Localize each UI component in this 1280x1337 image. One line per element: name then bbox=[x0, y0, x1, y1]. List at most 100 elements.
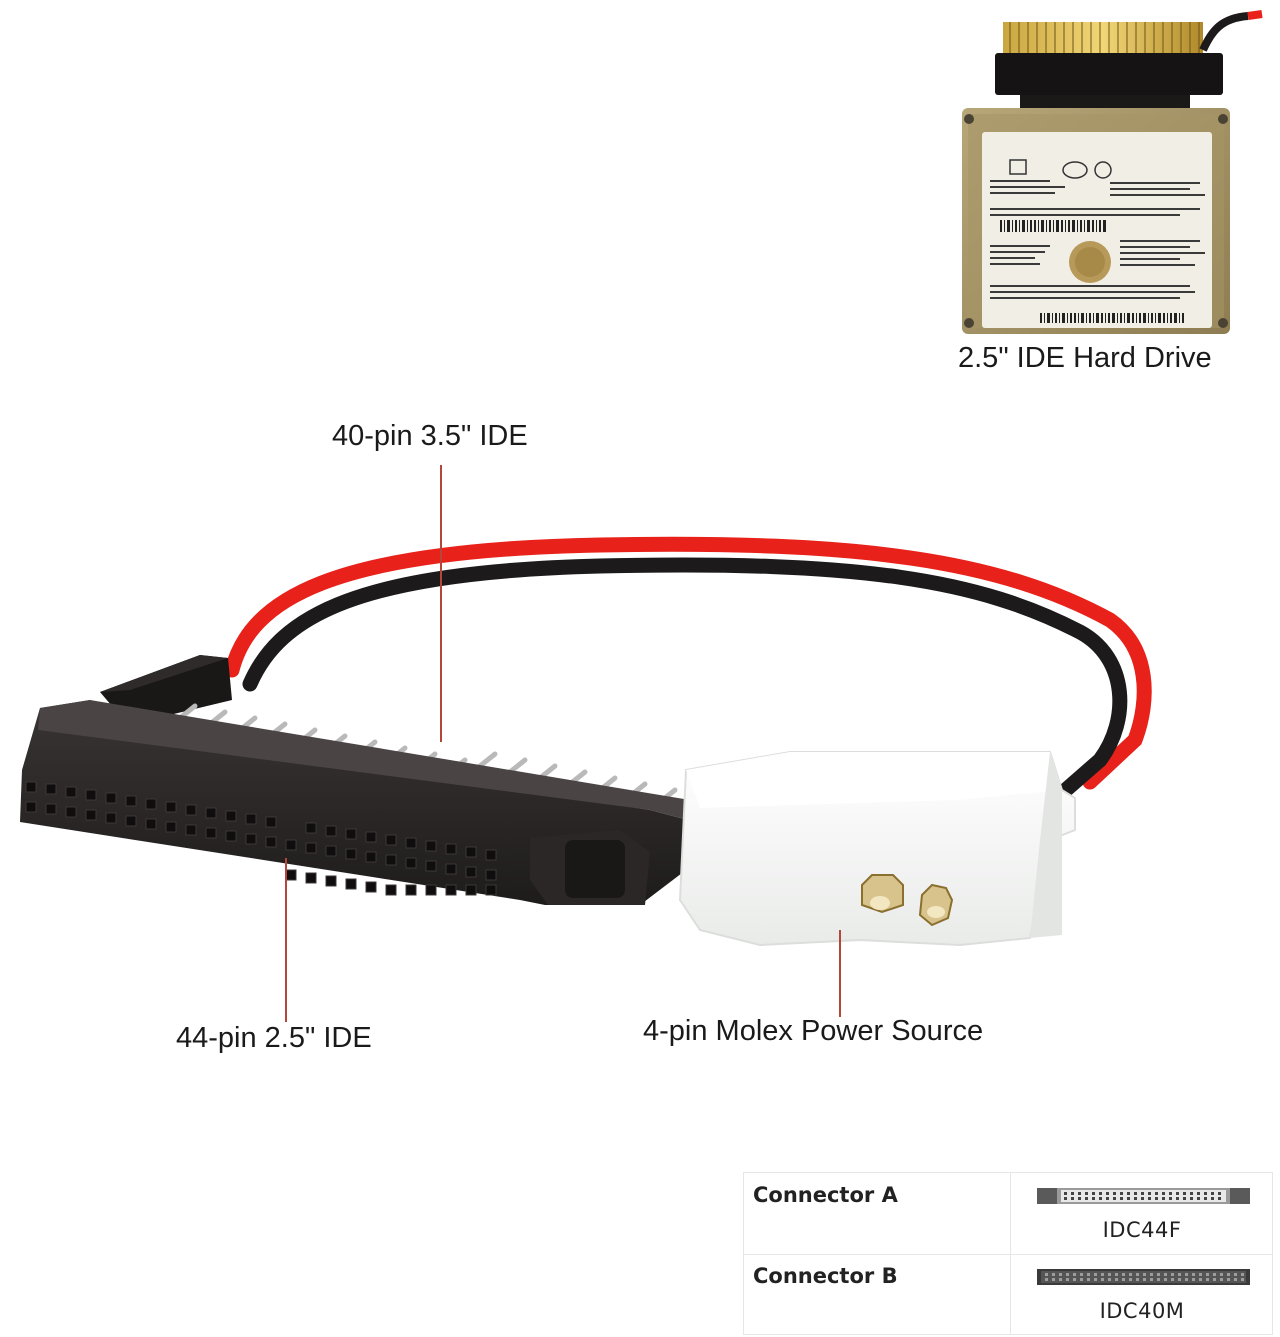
connector-pin-dot bbox=[1120, 1192, 1123, 1195]
connector-pin-dot bbox=[1087, 1278, 1090, 1281]
connector-pin-dot bbox=[1101, 1273, 1104, 1276]
ide44-label: 44-pin 2.5" IDE bbox=[176, 1022, 372, 1054]
ide40-label: 40-pin 3.5" IDE bbox=[332, 420, 528, 452]
connector-pin-dot bbox=[1213, 1273, 1216, 1276]
connector-pin-dot bbox=[1164, 1273, 1167, 1276]
connector-pin-dot bbox=[1113, 1197, 1116, 1200]
connector-pin-dot bbox=[1099, 1197, 1102, 1200]
connector-pin-dot bbox=[1087, 1273, 1090, 1276]
connector-pin-dot bbox=[1052, 1278, 1055, 1281]
connector-pin-dot bbox=[1192, 1273, 1195, 1276]
connector-pin-dot bbox=[1078, 1197, 1081, 1200]
connector-pin-dot bbox=[1148, 1192, 1151, 1195]
connector-pin-dot bbox=[1085, 1197, 1088, 1200]
connector-pin-dot bbox=[1199, 1273, 1202, 1276]
connector-pin-dot bbox=[1171, 1278, 1174, 1281]
connector-pin-dot bbox=[1206, 1273, 1209, 1276]
connector-pin-dot bbox=[1157, 1273, 1160, 1276]
hard-drive-label: 2.5" IDE Hard Drive bbox=[958, 342, 1212, 374]
table-row: Connector A IDC44F bbox=[744, 1173, 1272, 1255]
molex-connector bbox=[678, 751, 1076, 947]
connector-pin-dot bbox=[1150, 1273, 1153, 1276]
connector-pin-dot bbox=[1162, 1192, 1165, 1195]
idc40-connector-icon bbox=[1037, 1269, 1250, 1285]
connector-pin-dot bbox=[1169, 1192, 1172, 1195]
connector-pin-dot bbox=[1108, 1278, 1111, 1281]
connector-b-name: Connector B bbox=[753, 1264, 898, 1288]
connector-pin-dot bbox=[1085, 1192, 1088, 1195]
connector-pin-dot bbox=[1241, 1273, 1244, 1276]
connector-pin-dot bbox=[1106, 1197, 1109, 1200]
column-divider bbox=[1010, 1254, 1011, 1335]
connector-b-type: IDC40M bbox=[1099, 1299, 1185, 1323]
connector-pin-dot bbox=[1129, 1278, 1132, 1281]
connector-pin-dot bbox=[1073, 1278, 1076, 1281]
connector-pin-dot bbox=[1213, 1278, 1216, 1281]
connector-a-name: Connector A bbox=[753, 1183, 898, 1207]
connector-pin-dot bbox=[1185, 1278, 1188, 1281]
connector-pin-dot bbox=[1157, 1278, 1160, 1281]
ide44-socket-holes bbox=[25, 781, 497, 896]
callout-lines bbox=[285, 465, 841, 1022]
connector-pin-dot bbox=[1218, 1197, 1221, 1200]
connector-pin-dot bbox=[1094, 1278, 1097, 1281]
connector-pin-dot bbox=[1066, 1278, 1069, 1281]
connector-pin-dot bbox=[1211, 1192, 1214, 1195]
connector-pin-dot bbox=[1059, 1278, 1062, 1281]
connector-pin-dot bbox=[1064, 1192, 1067, 1195]
power-cable-wires bbox=[224, 536, 1152, 803]
connector-pin-dot bbox=[1080, 1278, 1083, 1281]
column-divider bbox=[1010, 1173, 1011, 1254]
connector-pin-dot bbox=[1155, 1197, 1158, 1200]
connector-pin-dot bbox=[1099, 1192, 1102, 1195]
connector-pin-dot bbox=[1234, 1273, 1237, 1276]
connector-pin-dot bbox=[1204, 1197, 1207, 1200]
drive-adapter-pins bbox=[1003, 22, 1203, 56]
connector-pin-dot bbox=[1136, 1278, 1139, 1281]
connector-pin-dot bbox=[1176, 1192, 1179, 1195]
connector-pin-dot bbox=[1078, 1192, 1081, 1195]
connector-pin-dot bbox=[1108, 1273, 1111, 1276]
connector-pin-dot bbox=[1211, 1197, 1214, 1200]
connector-pin-dot bbox=[1192, 1278, 1195, 1281]
connector-pin-dot bbox=[1218, 1192, 1221, 1195]
connector-pin-dot bbox=[1183, 1192, 1186, 1195]
connector-pin-dot bbox=[1227, 1273, 1230, 1276]
connector-pin-dot bbox=[1134, 1197, 1137, 1200]
connector-pin-dot bbox=[1134, 1192, 1137, 1195]
connector-pin-dot bbox=[1155, 1192, 1158, 1195]
connector-pin-dot bbox=[1052, 1273, 1055, 1276]
connector-pin-dot bbox=[1141, 1197, 1144, 1200]
connector-pin-dot bbox=[1190, 1192, 1193, 1195]
connector-pin-dot bbox=[1045, 1278, 1048, 1281]
connector-pin-dot bbox=[1148, 1197, 1151, 1200]
connector-pin-dot bbox=[1206, 1278, 1209, 1281]
connector-pin-dot bbox=[1220, 1273, 1223, 1276]
connector-pin-dot bbox=[1190, 1197, 1193, 1200]
connector-pin-dot bbox=[1197, 1192, 1200, 1195]
connector-pin-dot bbox=[1199, 1278, 1202, 1281]
molex-pins bbox=[861, 874, 954, 927]
connector-pin-dot bbox=[1178, 1273, 1181, 1276]
connector-pin-dot bbox=[1204, 1192, 1207, 1195]
connector-pin-dot bbox=[1143, 1278, 1146, 1281]
connector-pin-dot bbox=[1171, 1273, 1174, 1276]
connector-pin-dot bbox=[1178, 1278, 1181, 1281]
connector-pin-dot bbox=[1071, 1192, 1074, 1195]
connector-pin-dot bbox=[1094, 1273, 1097, 1276]
connector-pin-dot bbox=[1122, 1273, 1125, 1276]
connector-pin-dot bbox=[1101, 1278, 1104, 1281]
connector-pin-dot bbox=[1150, 1278, 1153, 1281]
connector-pin-dot bbox=[1162, 1197, 1165, 1200]
connector-pin-dot bbox=[1169, 1197, 1172, 1200]
connector-pin-dot bbox=[1120, 1197, 1123, 1200]
connector-pin-dot bbox=[1143, 1273, 1146, 1276]
connector-pin-dot bbox=[1185, 1273, 1188, 1276]
connector-pin-dot bbox=[1092, 1197, 1095, 1200]
connector-pin-dot bbox=[1066, 1273, 1069, 1276]
connector-pin-dot bbox=[1127, 1197, 1130, 1200]
connector-pin-dot bbox=[1197, 1197, 1200, 1200]
adapter-cable-photo bbox=[20, 536, 1152, 947]
idc44-connector-icon bbox=[1037, 1188, 1250, 1204]
